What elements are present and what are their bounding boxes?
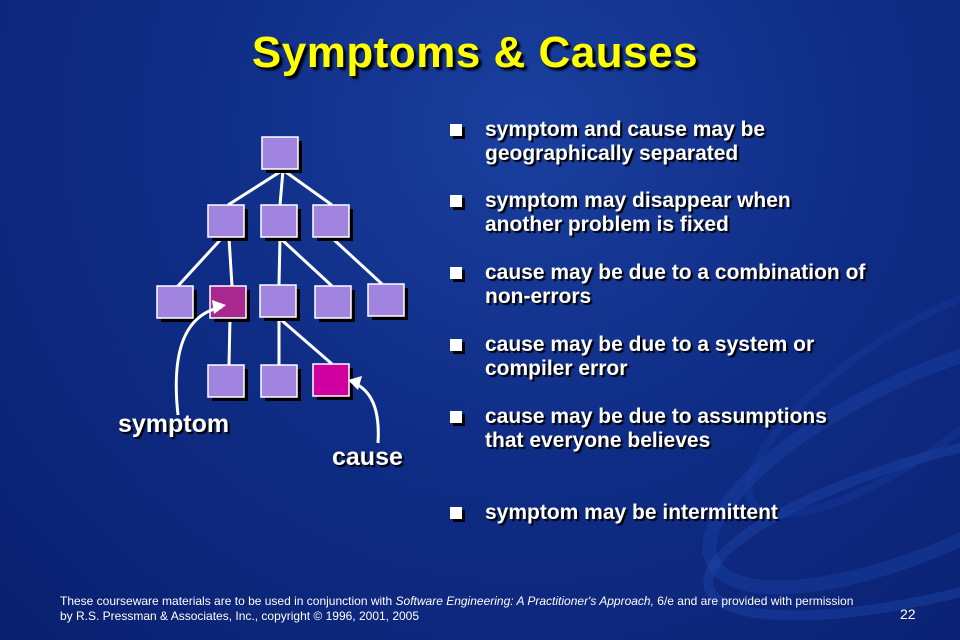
square-bullet-icon: [450, 267, 462, 279]
bullet-item: symptom may disappear when another probl…: [450, 189, 870, 237]
symptom-arrowhead: [212, 300, 226, 314]
tree-edge: [278, 316, 333, 366]
bullet-item: cause may be due to a combination of non…: [450, 261, 870, 309]
square-bullet-icon: [450, 124, 462, 136]
bullet-text: symptom may be intermittent: [485, 501, 778, 524]
footer-book-title: Software Engineering: A Practitioner's A…: [395, 594, 654, 608]
page-number: 22: [900, 606, 916, 622]
tree-edges: [175, 168, 384, 366]
tree-node: [314, 285, 352, 319]
tree-edge: [278, 169, 285, 206]
bullet-item: cause may be due to assumptions that eve…: [450, 405, 870, 453]
tree-edge: [227, 168, 284, 207]
bullet-text: cause may be due to a combination of non…: [485, 261, 866, 308]
symptom-arrow: [174, 305, 223, 416]
cause-label: cause: [332, 443, 403, 471]
copyright-footer: These courseware materials are to be use…: [60, 594, 860, 624]
tree-node: [261, 136, 299, 170]
tree-edge: [175, 236, 224, 289]
bullet-text: cause may be due to assumptions that eve…: [485, 405, 827, 452]
footer-suffix: 6/e and are provided with permission by …: [60, 594, 854, 623]
tree-node: [312, 204, 350, 238]
bullet-item: cause may be due to a system or compiler…: [450, 333, 870, 381]
tree-node: [156, 285, 194, 319]
cause-node: [312, 363, 350, 397]
square-bullet-icon: [450, 411, 462, 423]
cause-arrow: [351, 380, 380, 444]
square-bullet-icon: [450, 195, 462, 207]
square-bullet-icon: [450, 339, 462, 351]
bullet-text: symptom may disappear when another probl…: [485, 189, 791, 236]
square-bullet-icon: [450, 507, 462, 519]
bullet-item: symptom may be intermittent: [450, 501, 870, 525]
tree-edge: [277, 237, 282, 286]
footer-prefix: These courseware materials are to be use…: [60, 594, 396, 608]
cause-arrowhead: [348, 376, 362, 390]
tree-node: [259, 284, 297, 318]
tree-node: [207, 364, 245, 398]
tree-nodes: [156, 136, 408, 401]
tree-edge: [282, 168, 333, 207]
tree-node: [367, 283, 405, 317]
bullet-text: cause may be due to a system or compiler…: [485, 333, 815, 380]
symptom-label: symptom: [118, 410, 230, 438]
tree-node: [260, 364, 298, 398]
tree-node: [207, 204, 245, 238]
tree-node: [260, 204, 298, 238]
tree-edge: [227, 237, 234, 287]
bullet-text: symptom and cause may be geographically …: [485, 118, 766, 165]
tree-edge: [227, 317, 232, 366]
tree-edge: [278, 236, 334, 288]
tree-edge: [330, 236, 384, 286]
bullet-item: symptom and cause may be geographically …: [450, 118, 870, 166]
slide-title: Symptoms & Causes: [251, 28, 699, 77]
